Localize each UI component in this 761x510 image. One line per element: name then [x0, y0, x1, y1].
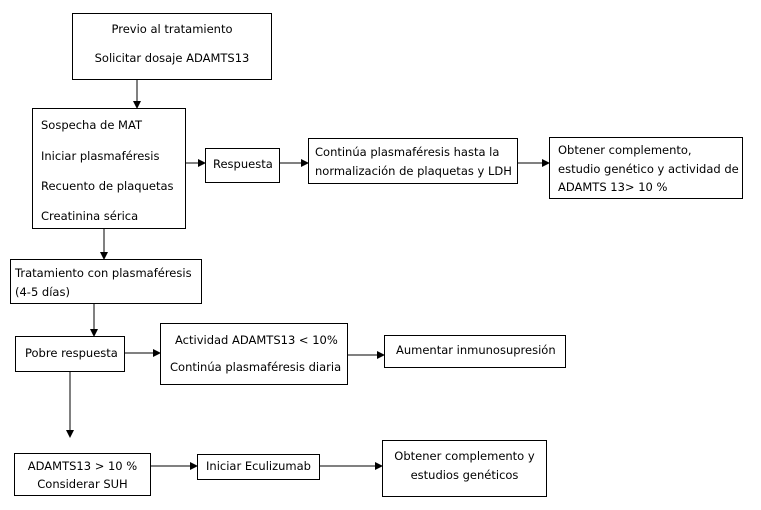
box-actividad-adamts13: Actividad ADAMTS13 < 10% Continúa plasma…	[160, 323, 348, 385]
box-text: estudios genéticos	[410, 468, 519, 482]
box-text: Obtener complemento y	[394, 449, 535, 463]
box-pobre-respuesta: Pobre respuesta	[15, 336, 125, 372]
box-text: Sospecha de MAT	[41, 118, 142, 132]
box-text: Recuento de plaquetas	[41, 179, 174, 193]
box-text: (4-5 días)	[15, 285, 70, 299]
box-text: Respuesta	[213, 157, 273, 171]
box-text: Continúa plasmaféresis diaria	[170, 360, 342, 374]
box-respuesta: Respuesta	[205, 148, 280, 183]
box-text: Iniciar Eculizumab	[206, 459, 311, 473]
box-text: Solicitar dosaje ADAMTS13	[94, 51, 250, 65]
box-text: Aumentar inmunosupresión	[396, 343, 556, 357]
box-text: Creatinina sérica	[41, 209, 139, 223]
box-previo-al-tratamiento: Previo al tratamiento Solicitar dosaje A…	[72, 13, 272, 80]
box-text: Tratamiento con plasmaféresis	[15, 266, 192, 280]
box-aumentar-inmunosupresion: Aumentar inmunosupresión	[384, 335, 566, 368]
box-text: estudio genético y actividad de	[558, 162, 739, 176]
box-continua-plasmaferesis: Continúa plasmaféresis hasta la normaliz…	[308, 138, 518, 184]
box-text: Considerar SUH	[37, 477, 128, 491]
box-obtener-complemento-estudio: Obtener complemento, estudio genético y …	[549, 137, 743, 199]
box-text: ADAMTS 13> 10 %	[558, 180, 668, 194]
box-text: Obtener complemento,	[558, 143, 692, 157]
box-text: Pobre respuesta	[25, 346, 118, 360]
box-text: ADAMTS13 > 10 %	[27, 459, 138, 473]
box-text: Actividad ADAMTS13 < 10%	[175, 333, 338, 347]
box-sospecha-de-mat: Sospecha de MAT Iniciar plasmaféresis Re…	[32, 108, 186, 229]
box-text: Previo al tratamiento	[111, 22, 233, 36]
box-text: Iniciar plasmaféresis	[41, 149, 160, 163]
box-iniciar-eculizumab: Iniciar Eculizumab	[197, 454, 320, 480]
box-adamts13-considerar-suh: ADAMTS13 > 10 % Considerar SUH	[14, 453, 151, 496]
box-tratamiento-plasmaferesis: Tratamiento con plasmaféresis (4-5 días)	[10, 259, 202, 304]
box-obtener-complemento-estudios: Obtener complemento y estudios genéticos	[382, 440, 547, 497]
box-text: Continúa plasmaféresis hasta la	[315, 145, 500, 159]
box-text: normalización de plaquetas y LDH	[315, 164, 512, 178]
